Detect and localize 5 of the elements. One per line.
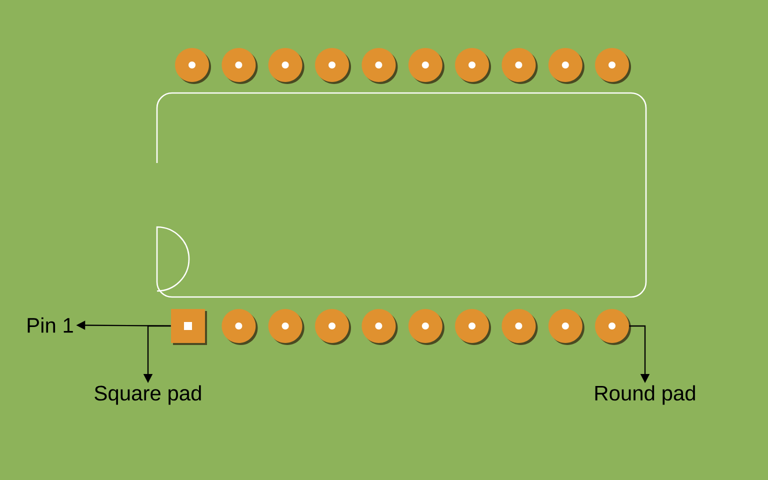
callout-label: Round pad	[595, 385, 695, 405]
square-pad	[171, 309, 207, 345]
callout-label: Pin 1	[28, 317, 73, 333]
callout-label: Square pad	[94, 385, 201, 405]
round-pad	[595, 309, 631, 345]
